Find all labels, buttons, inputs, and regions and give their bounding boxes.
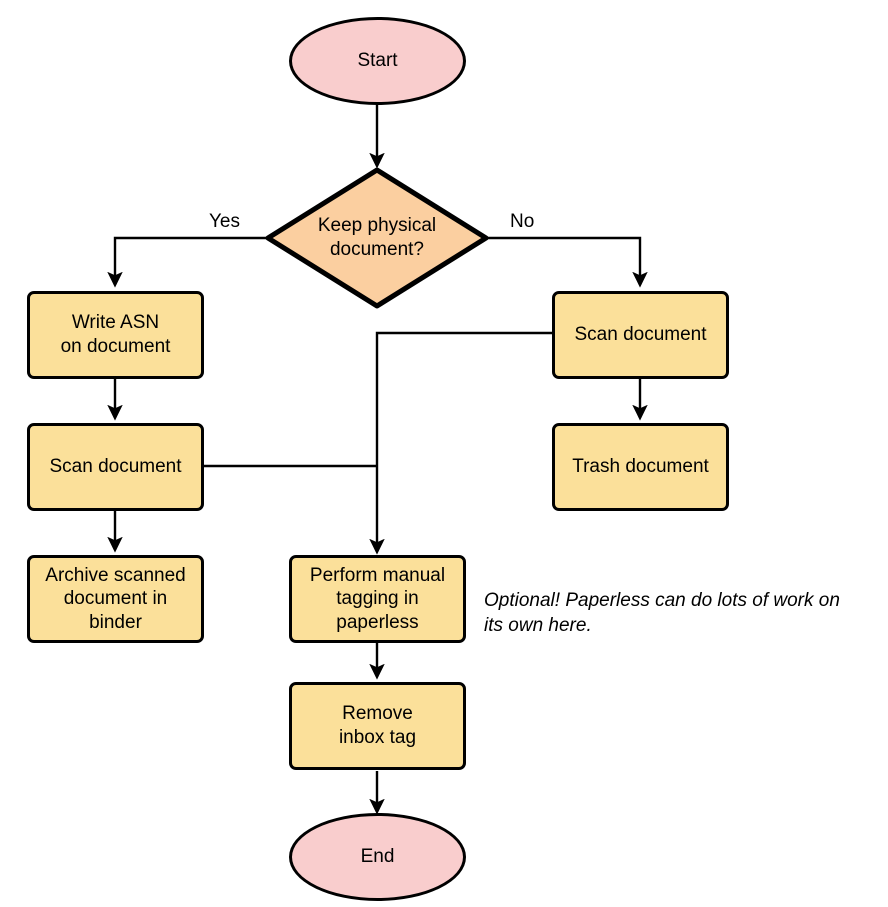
optional-note: Optional! Paperless can do lots of work … (484, 590, 840, 636)
node-archive-in-binder-label: Archive scanned document in binder (45, 564, 186, 633)
node-scan-document-right-label: Scan document (574, 324, 707, 346)
decision-diamond-shape (265, 167, 489, 309)
node-scan-document-right[interactable]: Scan document (552, 291, 729, 379)
node-trash-document-label: Trash document (572, 456, 709, 478)
node-write-asn-label: Write ASN on document (60, 312, 171, 357)
node-keep-physical-document-label: Keep physical document? (317, 215, 437, 260)
edge-label-no: No (510, 211, 535, 232)
node-archive-in-binder[interactable]: Archive scanned document in binder (27, 555, 204, 643)
node-write-asn[interactable]: Write ASN on document (27, 291, 204, 379)
node-manual-tagging-label: Perform manual tagging in paperless (309, 564, 446, 633)
edge-decision-to-write-asn (107, 236, 267, 288)
node-remove-inbox-tag-label: Remove inbox tag (338, 703, 417, 748)
node-manual-tagging[interactable]: Perform manual tagging in paperless (289, 555, 466, 643)
node-trash-document[interactable]: Trash document (552, 423, 729, 511)
node-end-label: End (360, 846, 395, 868)
node-scan-document-left-label: Scan document (49, 456, 182, 478)
node-start[interactable]: Start (289, 17, 466, 105)
edge-decision-to-scan-right (487, 236, 648, 288)
node-end[interactable]: End (289, 813, 466, 901)
node-scan-document-left[interactable]: Scan document (27, 423, 204, 511)
node-start-label: Start (357, 50, 398, 72)
edge-scan-right-to-tagging (369, 331, 552, 555)
node-keep-physical-document[interactable]: Keep physical document? (265, 167, 489, 309)
node-remove-inbox-tag[interactable]: Remove inbox tag (289, 682, 466, 770)
edge-label-yes: Yes (209, 211, 240, 232)
